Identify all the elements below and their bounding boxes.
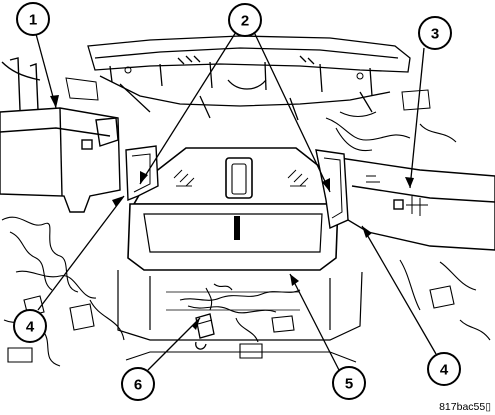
leader-2-right bbox=[253, 31, 331, 193]
svg-text:4: 4 bbox=[440, 362, 449, 379]
callout-1: 1 bbox=[16, 2, 50, 36]
left-pad-structure bbox=[0, 57, 121, 213]
module-hatching bbox=[173, 169, 309, 187]
leader-lines bbox=[35, 31, 437, 373]
callout-6: 6 bbox=[121, 367, 155, 401]
leader-1 bbox=[35, 33, 57, 109]
svg-text:4: 4 bbox=[26, 319, 35, 336]
svg-text:6: 6 bbox=[134, 377, 142, 394]
upper-beam-details bbox=[65, 66, 431, 117]
center-module bbox=[127, 147, 339, 271]
lower-wiring-harness bbox=[179, 283, 301, 359]
callout-3: 3 bbox=[418, 16, 452, 50]
leader-5 bbox=[289, 273, 341, 373]
svg-text:2: 2 bbox=[241, 13, 249, 30]
right-wiring-harness bbox=[325, 117, 491, 341]
right-crossmember bbox=[339, 157, 495, 251]
leader-arrowheads bbox=[50, 95, 414, 330]
leader-4-left bbox=[37, 195, 125, 311]
svg-text:5: 5 bbox=[345, 376, 353, 393]
leader-4-right bbox=[361, 225, 437, 355]
callout-4-right: 4 bbox=[427, 352, 461, 386]
leader-6 bbox=[147, 317, 201, 371]
callout-5: 5 bbox=[332, 366, 366, 400]
svg-text:1: 1 bbox=[29, 12, 37, 29]
upper-crossmember bbox=[87, 35, 411, 121]
leader-2-left bbox=[139, 31, 237, 185]
figure-id: 817bac55▯ bbox=[439, 401, 491, 413]
callout-2: 2 bbox=[228, 3, 262, 37]
left-wiring-harness bbox=[1, 216, 125, 367]
svg-text:3: 3 bbox=[431, 26, 439, 43]
connector-part bbox=[195, 313, 215, 350]
leader-3 bbox=[409, 47, 425, 189]
right-retaining-bracket bbox=[315, 149, 349, 230]
callout-4-left: 4 bbox=[13, 309, 47, 343]
